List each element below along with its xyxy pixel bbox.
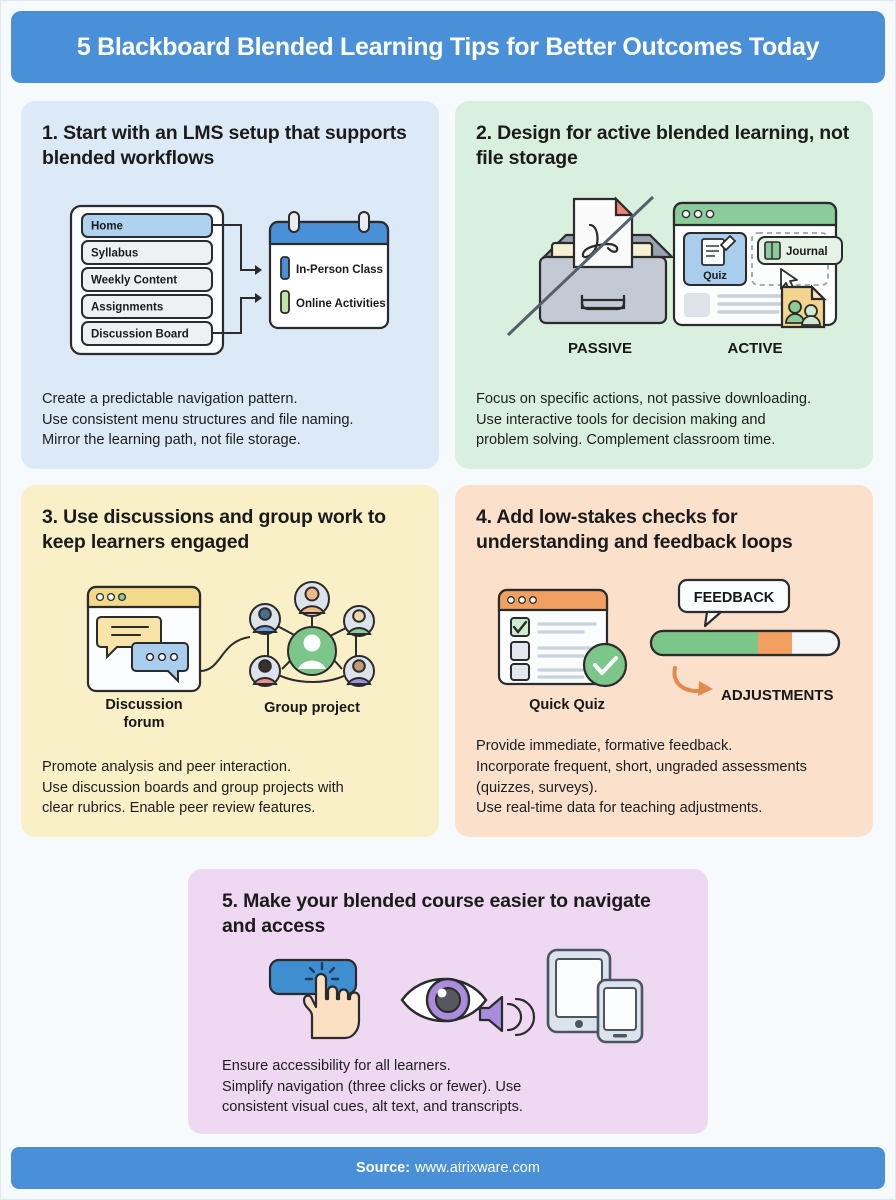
tip-5-body: Ensure accessibility for all learners. S… — [222, 1057, 523, 1116]
svg-text:Home: Home — [91, 221, 123, 233]
svg-text:Quick Quiz: Quick Quiz — [529, 697, 605, 713]
tip-1-title: 1. Start with an LMS setup that supports… — [42, 122, 407, 170]
svg-text:Quiz: Quiz — [703, 270, 727, 282]
tip-5-illustration — [222, 940, 678, 1056]
tip-2-illustration: PASSIVE Quiz — [476, 172, 852, 389]
tip-2-title: 2. Design for active blended learning, n… — [476, 122, 850, 170]
tip-3-illustration: Discussion forum Group project — [42, 556, 418, 757]
header-banner: 5 Blackboard Blended Learning Tips for B… — [11, 11, 885, 83]
tip-3-title: 3. Use discussions and group work to kee… — [42, 506, 386, 554]
svg-text:ACTIVE: ACTIVE — [727, 340, 782, 357]
svg-text:Weekly Content: Weekly Content — [91, 275, 177, 287]
svg-text:Group project: Group project — [264, 700, 360, 716]
svg-text:FEEDBACK: FEEDBACK — [694, 590, 775, 606]
svg-text:Assignments: Assignments — [91, 302, 163, 314]
tip-card-1: 1. Start with an LMS setup that supports… — [21, 101, 439, 469]
footer-banner: Source: www.atrixware.com — [11, 1147, 885, 1189]
svg-text:Online Activities: Online Activities — [296, 298, 386, 310]
footer-source-value: www.atrixware.com — [415, 1160, 540, 1176]
tip-3-body: Promote analysis and peer interaction. U… — [42, 758, 344, 817]
tip-card-5: 5. Make your blended course easier to na… — [188, 869, 708, 1134]
cards-grid: 1. Start with an LMS setup that supports… — [1, 83, 895, 1134]
tip-4-title: 4. Add low-stakes checks for understandi… — [476, 506, 793, 554]
tip-card-2: 2. Design for active blended learning, n… — [455, 101, 873, 469]
svg-text:ADJUSTMENTS: ADJUSTMENTS — [721, 687, 834, 704]
tip-2-body: Focus on specific actions, not passive d… — [476, 390, 812, 449]
svg-text:forum: forum — [123, 715, 164, 731]
tip-card-4: 4. Add low-stakes checks for understandi… — [455, 485, 873, 837]
svg-text:PASSIVE: PASSIVE — [568, 340, 632, 357]
tip-1-illustration: Home Syllabus Weekly Content Assignments… — [42, 172, 418, 389]
tap-button-icon — [268, 958, 361, 1039]
tip-card-3: 3. Use discussions and group work to kee… — [21, 485, 439, 837]
svg-text:In-Person Class: In-Person Class — [296, 264, 383, 276]
svg-text:Journal: Journal — [786, 246, 828, 258]
tip-4-body: Provide immediate, formative feedback. I… — [476, 738, 807, 817]
footer-source-label: Source: — [356, 1160, 411, 1176]
svg-text:Syllabus: Syllabus — [91, 248, 138, 260]
svg-text:Discussion: Discussion — [105, 697, 182, 713]
tip-4-illustration: Quick Quiz FEEDBACK ADJUSTMENTS — [476, 556, 852, 736]
svg-text:Discussion Board: Discussion Board — [91, 329, 189, 341]
tip-5-title: 5. Make your blended course easier to na… — [222, 890, 651, 938]
page-title: 5 Blackboard Blended Learning Tips for B… — [76, 32, 820, 61]
tip-1-body: Create a predictable navigation pattern.… — [42, 390, 354, 449]
tablet-phone-icon — [546, 948, 644, 1044]
eye-audio-icon — [400, 977, 536, 1036]
